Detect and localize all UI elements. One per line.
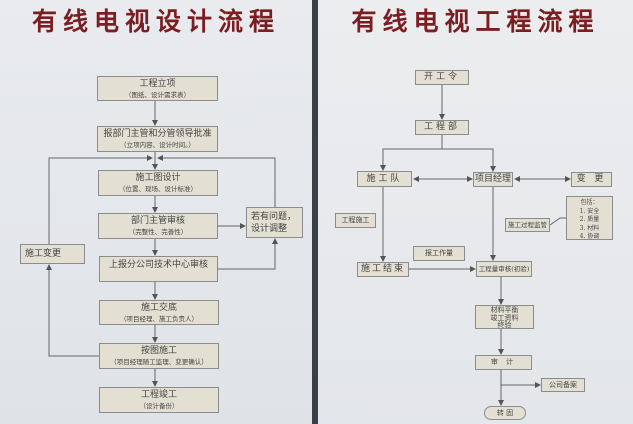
engineering-flow-poster: 有线电视工程流程 开工令 工程部 施工队 项目经理 变 更 工程施工 施工过程监… (318, 0, 633, 424)
note-line: 包括： (580, 199, 599, 206)
step-start-order: 开工令 (415, 70, 469, 85)
step-project-initiation: 工程立项（图纸、设计需求表） (97, 76, 218, 101)
step-construction-drawing: 施工图设计（位置、现场、设计标准） (98, 170, 218, 196)
step-dept-review: 部门主管审核（完整性、完善性） (98, 213, 218, 239)
step-construction-team: 施工队 (357, 171, 412, 187)
note-line: 2. 质量 (579, 216, 600, 223)
step-company-filing: 公司备案 (541, 378, 585, 392)
step-construction-change: 施工变更 (20, 244, 85, 264)
step-project-manager: 项目经理 (473, 172, 513, 187)
step-audit: 审 计 (475, 355, 532, 370)
step-build: 按图施工（项目经理随工监理、变更确认） (99, 343, 219, 369)
step-handover: 施工交底（项目经理、施工负责人） (99, 300, 219, 325)
supervision-includes-note: 包括： 1. 安全 2. 质量 3. 材料 4. 协调 (566, 196, 613, 240)
label-construction: 工程施工 (335, 213, 376, 228)
material-line: 材料平衡 (490, 306, 519, 314)
note-line: 3. 材料 (579, 224, 600, 232)
material-line: 竣工资料 (490, 313, 519, 322)
step-tech-center-review: 上报分公司技术中心审核 (99, 256, 218, 282)
material-line: 终验 (497, 321, 512, 329)
label-report-workload: 报工作量 (413, 246, 465, 261)
poster-title: 有线电视设计流程 (31, 7, 280, 36)
step-material-balance: 材料平衡 竣工资料 终验 (475, 305, 534, 329)
step-engineering-dept: 工程部 (415, 120, 469, 135)
note-line: 1. 安全 (579, 207, 600, 215)
step-transfer-assets: 转 固 (484, 406, 526, 420)
label-process-supervision: 施工过程监管 (505, 218, 550, 232)
design-flow-connectors (46, 101, 278, 387)
step-construction-end: 施工结束 (357, 262, 409, 277)
note-line: 4. 协调 (579, 233, 600, 240)
step-change: 变 更 (571, 172, 612, 187)
step-design-adjust: 若有问题，设计调整 (246, 207, 303, 238)
step-completion: 工程竣工（设计备份） (99, 387, 219, 413)
step-approval: 报部门主管和分管领导批准（立项内容、设计时间。） (97, 126, 218, 152)
engineering-flow-connectors (380, 85, 571, 406)
poster-title: 有线电视工程流程 (351, 7, 600, 36)
design-flow-poster: 有线电视设计流程 工程立项（图纸、设计需求表） 报部门主管和分管领导批准（立项内… (0, 0, 312, 424)
step-quantity-review: 工程量审核(初验) (476, 261, 532, 277)
